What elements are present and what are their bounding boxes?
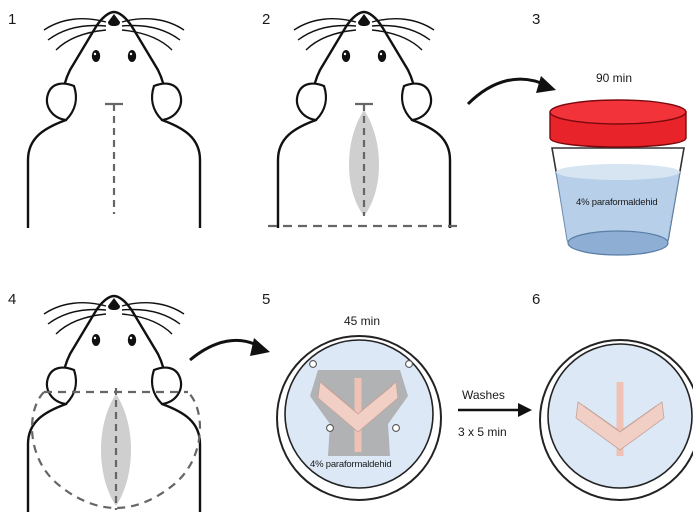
- panel-5-petri-dish: 45 min 4% paraformaldehid: [277, 314, 441, 500]
- washes-time-label: 3 x 5 min: [458, 425, 507, 439]
- washes-label: Washes: [462, 388, 505, 402]
- panel-4-dissection: [28, 296, 200, 512]
- panel-6-washed-tissue: [540, 340, 693, 500]
- panel-2-opening: [268, 12, 460, 228]
- step-number-3: 3: [532, 11, 540, 28]
- fixation-time-label: 90 min: [596, 71, 632, 85]
- washes-step: Washes 3 x 5 min: [458, 388, 532, 439]
- step-number-4: 4: [8, 291, 16, 308]
- step-number-5: 5: [262, 291, 270, 308]
- panel-3-fixation-jar: 90 min 4% paraformaldehid: [550, 71, 686, 255]
- step-number-2: 2: [262, 11, 270, 28]
- fixative-dish-label: 4% paraformaldehid: [310, 459, 391, 470]
- arrow-to-fixation: [468, 76, 556, 104]
- step-number-6: 6: [532, 291, 540, 308]
- fixative-jar-label: 4% paraformaldehid: [576, 197, 657, 208]
- arrow-to-pinning: [190, 338, 270, 360]
- panel-1-incision: [28, 12, 200, 228]
- postfix-time-label: 45 min: [344, 314, 380, 328]
- step-number-1: 1: [8, 11, 16, 28]
